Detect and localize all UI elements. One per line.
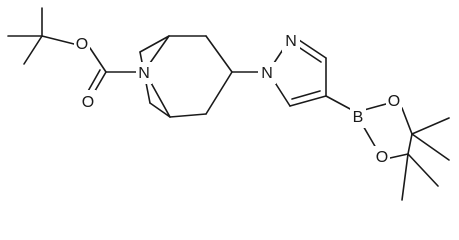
bond-bridge-bottom: [149, 102, 171, 118]
atom-oxygen-ester: O: [74, 32, 90, 54]
bond-oxygen-carbonyl-carbon: [89, 47, 107, 73]
bond-n-bridgehead-bottom: [149, 80, 171, 118]
atom-label-n-pyrazole-2: N: [285, 33, 297, 50]
atom-boron: B: [350, 106, 366, 128]
bond-tbu-methyl-bottom: [23, 35, 43, 65]
atom-label-o-ester: O: [76, 36, 88, 53]
atom-label-boron: B: [353, 109, 364, 126]
bond-o-bottom-c: [389, 153, 409, 159]
bond-n2-c3-double-b: [296, 45, 322, 63]
bond-n-bridgehead-top: [149, 35, 170, 64]
structure-canvas: O O N N N B O O: [7, 7, 450, 201]
bond-c5-n1: [273, 80, 291, 107]
bond-ring-bottom-1: [205, 71, 233, 115]
bond-ring-bottom-2: [169, 113, 207, 118]
bond-c4-boron: [325, 95, 353, 111]
atom-oxygen-dioxaborolane-bottom: O: [374, 146, 390, 168]
bond-o-top-c: [401, 107, 413, 135]
bond-carbonyl-double-b: [86, 69, 101, 94]
atom-label-n-bridge: N: [138, 65, 150, 82]
atom-label-o-dioxaborolane-bottom: O: [376, 149, 388, 166]
bond-n2-c3-double-a: [298, 39, 327, 59]
chemical-structure: O O N N N B O O: [7, 7, 450, 201]
atom-nitrogen-pyrazole-2: N: [282, 30, 300, 52]
bond-methyl-low-right: [407, 153, 439, 187]
atom-nitrogen-pyrazole-1: N: [258, 62, 276, 84]
bond-c4-c5-double-b: [291, 90, 321, 100]
atom-oxygen-carbonyl: O: [80, 90, 96, 112]
bond-ring-top-2: [205, 35, 233, 73]
atom-label-n-pyrazole-1: N: [261, 65, 273, 82]
bond-c4-c5-double-a: [289, 95, 327, 107]
bond-c-c-ring: [407, 133, 413, 155]
bond-boron-o-top: [363, 103, 387, 111]
atom-oxygen-dioxaborolane-top: O: [386, 90, 402, 112]
bond-tbu-oxygen: [41, 35, 75, 45]
atom-label-layer: O O N N N B O O: [74, 30, 402, 168]
bond-layer: [7, 7, 450, 201]
bond-methyl-upper-right: [411, 117, 450, 135]
atom-label-o-dioxaborolane-top: O: [388, 93, 400, 110]
atom-nitrogen-bridge: N: [136, 62, 152, 84]
bond-methyl-mid-right: [411, 133, 450, 161]
atom-label-o-carbonyl: O: [82, 94, 94, 111]
bond-bridge-top: [139, 35, 170, 53]
bond-methyl-bottom: [401, 153, 409, 201]
